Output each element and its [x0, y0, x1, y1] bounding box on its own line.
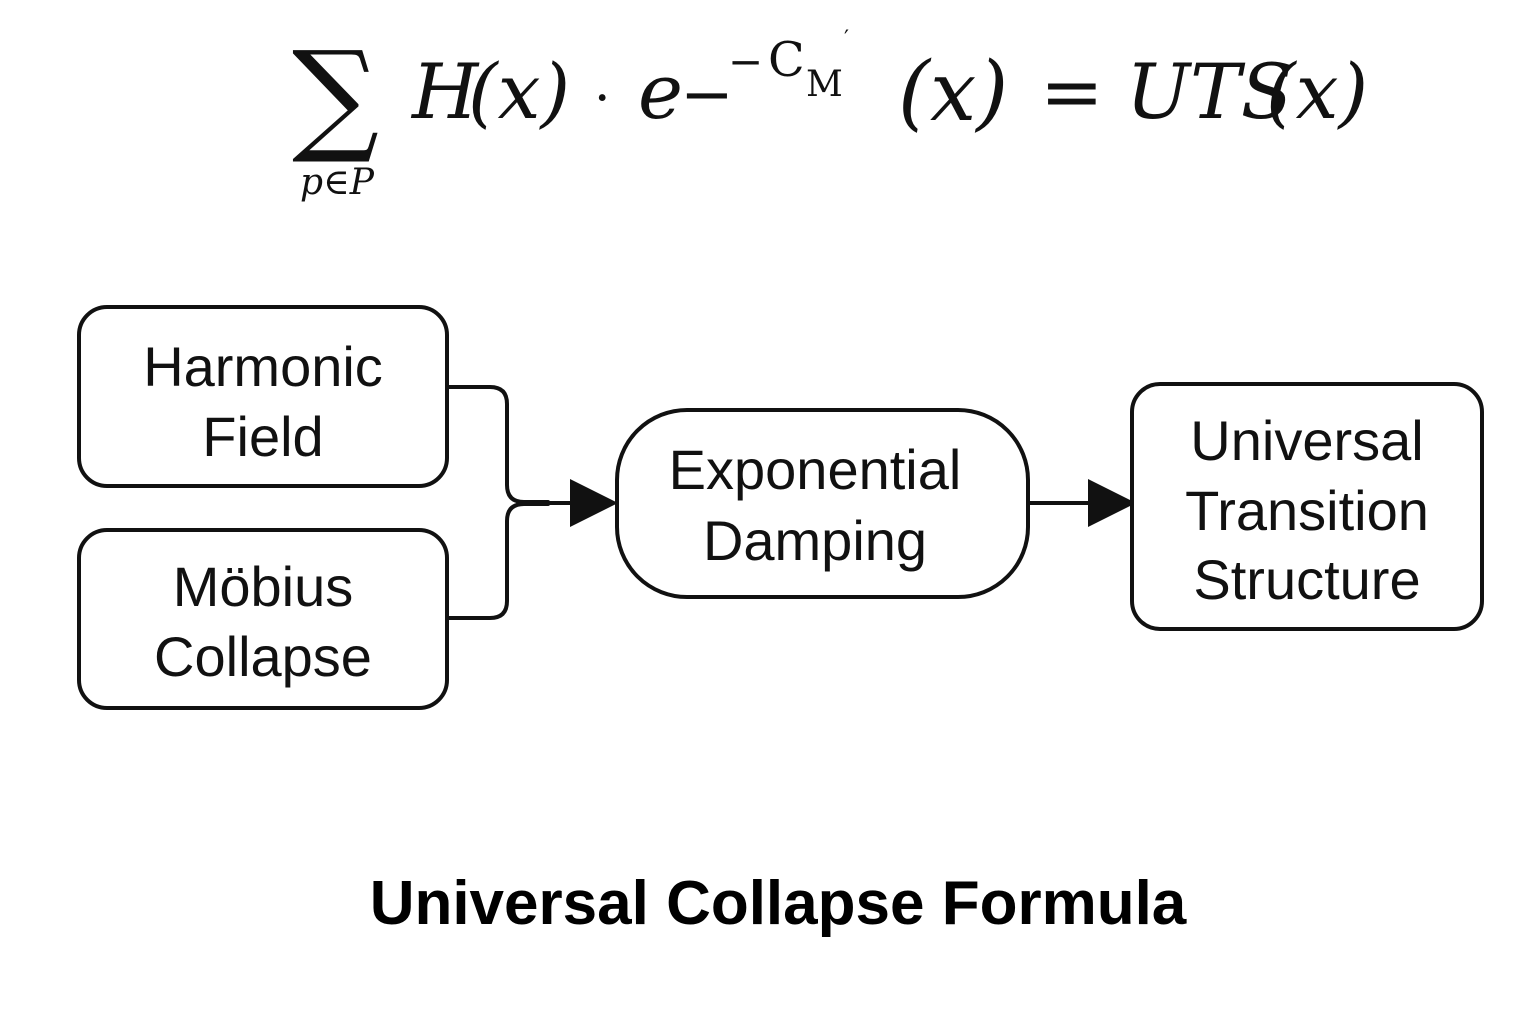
universal-transition-structure-line-1: Universal: [1190, 409, 1423, 472]
formula-paren-x-3: (x): [1266, 47, 1368, 136]
formula-e: e: [638, 47, 683, 136]
universal-transition-structure-line-3: Structure: [1193, 548, 1420, 611]
formula-minus: −: [680, 58, 734, 132]
formula-paren-x-1: (x): [468, 47, 570, 136]
formula: ∑ p∈P H (x) · e − − C M ′ (x) = UTS (x): [292, 25, 1368, 203]
mobius-collapse-node: Möbius Collapse: [77, 528, 449, 710]
summation-subscript: p∈P: [300, 162, 375, 203]
harmonic-field-line-2: Field: [202, 405, 323, 468]
universal-transition-structure-node: Universal Transition Structure: [1130, 382, 1484, 631]
exponential-damping-node: Exponential Damping: [615, 408, 1030, 599]
formula-uts: UTS: [1126, 47, 1293, 136]
formula-prime: ′: [844, 27, 849, 52]
mobius-to-damping-connector: [445, 502, 550, 620]
harmonic-field-line-1: Harmonic: [143, 335, 383, 398]
exponential-damping-line-1: Exponential: [669, 438, 962, 501]
mobius-collapse-line-1: Möbius: [173, 555, 354, 618]
summation-symbol: ∑: [292, 25, 379, 167]
formula-c: C: [768, 32, 805, 88]
formula-equals: =: [1040, 47, 1104, 136]
mobius-collapse-box: [77, 528, 449, 710]
formula-subscript-m: M: [806, 64, 843, 105]
connectors: [445, 385, 1136, 620]
formula-paren-x-2: (x): [898, 45, 1008, 140]
formula-superscript-minus: −: [728, 37, 763, 86]
diagram-title: Universal Collapse Formula: [370, 869, 1187, 938]
harmonic-field-node: Harmonic Field: [77, 305, 449, 488]
universal-transition-structure-line-2: Transition: [1185, 479, 1429, 542]
formula-dot: ·: [594, 69, 611, 129]
exponential-damping-line-2: Damping: [703, 509, 927, 572]
universal-transition-structure-box: [1130, 382, 1484, 631]
mobius-collapse-line-2: Collapse: [154, 625, 372, 688]
harmonic-to-damping-connector: [445, 385, 550, 504]
formula-h: H: [410, 47, 480, 136]
exponential-damping-box: [615, 408, 1030, 599]
harmonic-field-box: [77, 305, 449, 488]
